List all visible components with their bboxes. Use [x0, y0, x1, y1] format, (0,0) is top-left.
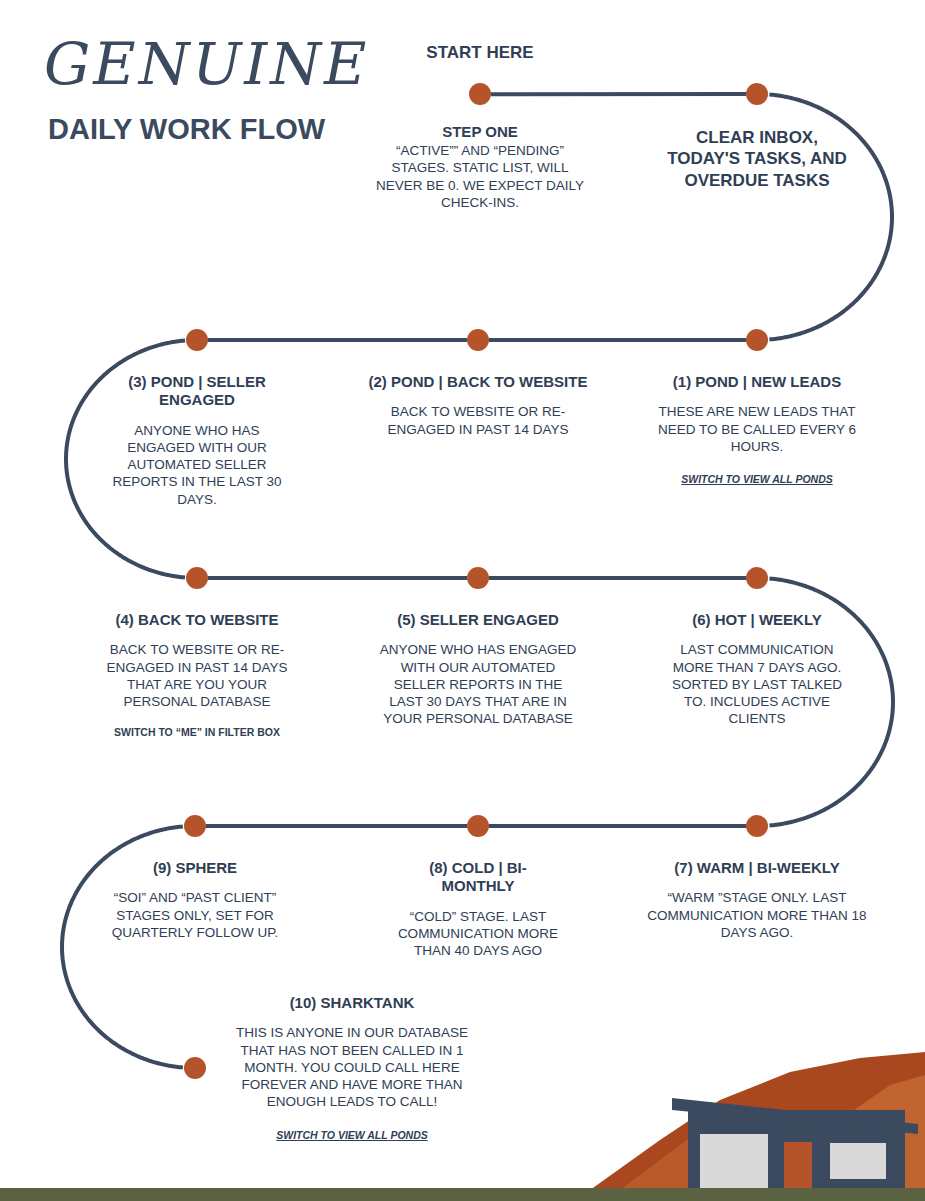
step-heading: START HERE	[360, 42, 600, 63]
step-heading: (6) HOT | WEEKLY	[642, 611, 872, 629]
step-body: STEP ONE	[373, 123, 588, 142]
step-node: CLEAR INBOX, TODAY'S TASKS, AND OVERDUE …	[662, 83, 852, 191]
step-body: ANYONE WHO HAS ENGAGED WITH OUR AUTOMATE…	[376, 641, 581, 727]
step-dot	[467, 329, 489, 351]
step-heading: (7) WARM | BI-WEEKLY	[632, 859, 882, 877]
step-body: LAST COMMUNICATION MORE THAN 7 DAYS AGO.…	[662, 641, 852, 727]
step-body: “COLD” STAGE. LAST COMMUNICATION MORE TH…	[396, 908, 561, 960]
step-body: BACK TO WEBSITE OR RE-ENGAGED IN PAST 14…	[97, 641, 297, 710]
step-dot	[469, 83, 491, 105]
step-dot	[746, 329, 768, 351]
flow-connector	[489, 824, 746, 828]
step-body: BACK TO WEBSITE OR RE-ENGAGED IN PAST 14…	[378, 403, 578, 438]
house-door	[784, 1142, 812, 1190]
flow-connector	[208, 338, 467, 342]
step-node: (2) POND | BACK TO WEBSITE BACK TO WEBSIT…	[347, 329, 609, 438]
flow-connector	[206, 824, 467, 828]
step-node: (7) WARM | BI-WEEKLY “WARM ”STAGE ONLY. L…	[632, 815, 882, 941]
step-node: (8) COLD | BI-MONTHLY “COLD” STAGE. LAST …	[396, 815, 561, 959]
step-body: “SOI” AND “PAST CLIENT” STAGES ONLY, SET…	[88, 889, 303, 941]
step-note: “ACTIVE”” AND “PENDING” STAGES. STATIC L…	[373, 142, 588, 211]
flow-connector	[489, 576, 746, 580]
step-heading: (1) POND | NEW LEADS	[642, 373, 872, 391]
step-node: (1) POND | NEW LEADS THESE ARE NEW LEADS …	[642, 329, 872, 487]
step-dot	[184, 815, 206, 837]
step-dot	[746, 815, 768, 837]
step-note: SWITCH TO VIEW ALL PONDS	[650, 473, 865, 487]
flow-connector	[208, 576, 467, 580]
house-window	[830, 1143, 886, 1179]
step-body: THIS IS ANYONE IN OUR DATABASE THAT HAS …	[225, 1024, 480, 1110]
flow-connector	[489, 338, 746, 342]
flow-connector	[491, 92, 746, 96]
house-window	[700, 1134, 768, 1190]
step-node: START HERE STEP ONE“ACTIVE”” AND “PENDING…	[360, 42, 600, 211]
step-note: SWITCH TO “ME” IN FILTER BOX	[97, 726, 297, 740]
step-heading: (4) BACK TO WEBSITE	[82, 611, 312, 629]
step-node: (9) SPHERE “SOI” AND “PAST CLIENT” STAGES…	[85, 815, 305, 941]
step-heading: (9) SPHERE	[85, 859, 305, 877]
step-node: (10) SHARKTANK THIS IS ANYONE IN OUR DATA…	[207, 994, 497, 1142]
house-roof	[672, 1098, 918, 1134]
step-heading: (3) POND | SELLER ENGAGED	[107, 373, 287, 410]
step-dot	[746, 567, 768, 589]
step-body: “WARM ”STAGE ONLY. LAST COMMUNICATION MO…	[637, 889, 877, 941]
step-heading: (5) SELLER ENGAGED	[363, 611, 593, 629]
step-body: ANYONE WHO HAS ENGAGED WITH OUR AUTOMATE…	[107, 422, 287, 508]
subtitle: DAILY WORK FLOW	[48, 113, 325, 146]
step-heading: (10) SHARKTANK	[207, 994, 497, 1012]
step-dot	[746, 83, 768, 105]
step-heading: (8) COLD | BI-MONTHLY	[396, 859, 561, 896]
step-dot	[186, 329, 208, 351]
step-note: SWITCH TO VIEW ALL PONDS	[225, 1129, 480, 1143]
step-dot	[184, 1057, 206, 1079]
step-node: (5) SELLER ENGAGED ANYONE WHO HAS ENGAGED…	[363, 567, 593, 728]
step-node: (6) HOT | WEEKLY LAST COMMUNICATION MORE …	[642, 567, 872, 728]
step-node: (4) BACK TO WEBSITE BACK TO WEBSITE OR RE…	[82, 567, 312, 740]
step-heading: CLEAR INBOX, TODAY'S TASKS, AND OVERDUE …	[662, 127, 852, 191]
step-dot	[467, 815, 489, 837]
step-dot	[186, 567, 208, 589]
title: GENUINE	[44, 30, 369, 98]
ground-bar	[0, 1188, 925, 1201]
step-heading: (2) POND | BACK TO WEBSITE	[347, 373, 609, 391]
step-dot	[467, 567, 489, 589]
step-node: (3) POND | SELLER ENGAGED ANYONE WHO HAS …	[107, 329, 287, 508]
step-body: THESE ARE NEW LEADS THAT NEED TO BE CALL…	[650, 403, 865, 455]
mountain	[590, 1052, 925, 1190]
